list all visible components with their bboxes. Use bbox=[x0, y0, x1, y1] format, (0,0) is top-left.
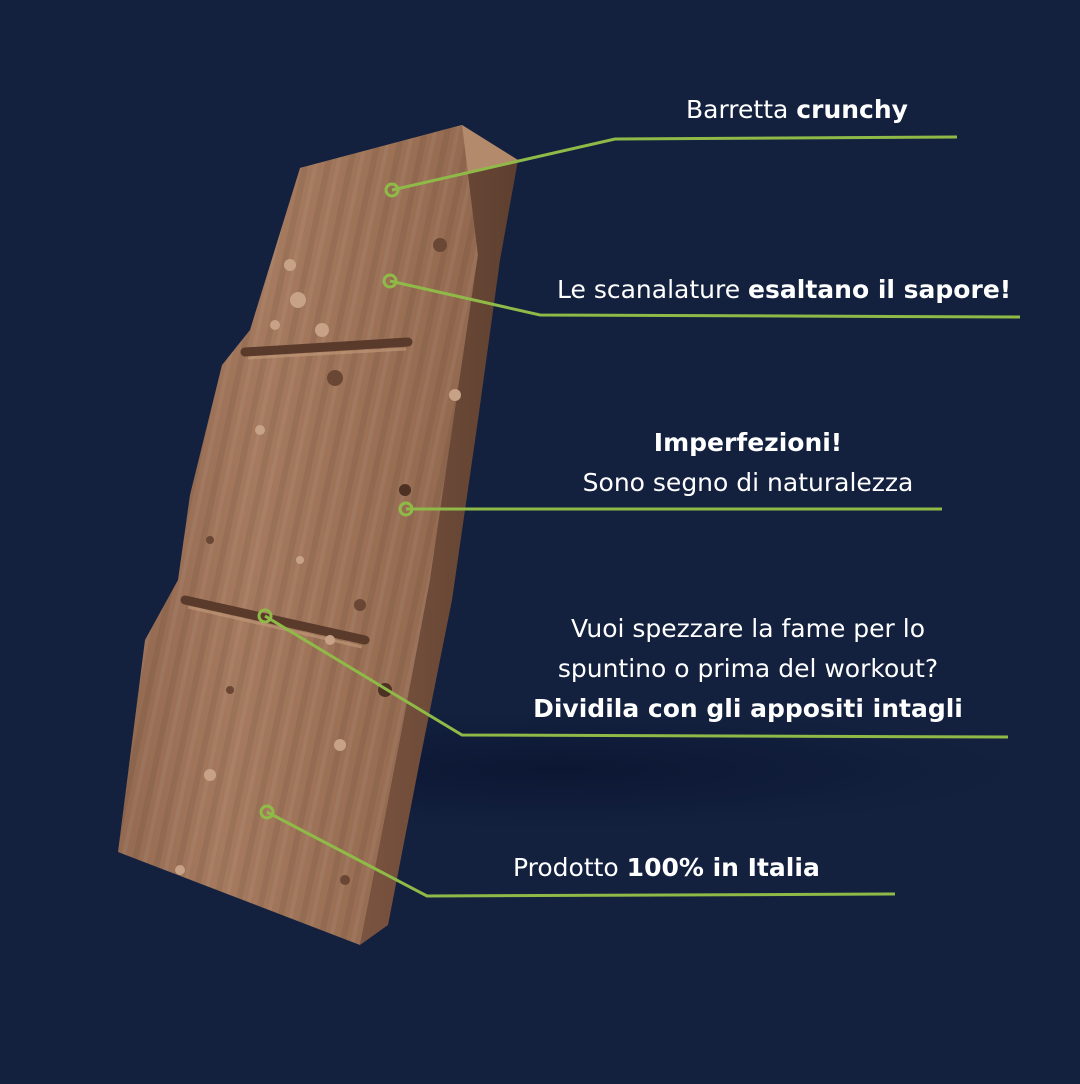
callout-label-dividila: Vuoi spezzare la fame per lo spuntino o … bbox=[533, 614, 963, 723]
bar-notch-top bbox=[240, 337, 413, 357]
callout-lines bbox=[264, 135, 1021, 898]
bar-side-face bbox=[360, 125, 518, 945]
callout-dot-5 bbox=[259, 804, 275, 820]
callout-line-2 bbox=[389, 279, 1021, 319]
callout-line-4 bbox=[264, 614, 1009, 739]
callout-dots bbox=[257, 182, 414, 820]
bar-notch-top-highlight bbox=[247, 347, 407, 360]
callout-line-5 bbox=[266, 810, 896, 898]
callout-label-scanalature: Le scanalature esaltano il sapore! bbox=[557, 275, 1012, 304]
callout-dot-1 bbox=[384, 182, 400, 198]
callout-label-imperfezioni: Imperfezioni! Sono segno di naturalezza bbox=[582, 428, 914, 497]
callout-label-crunchy: Barretta crunchy bbox=[686, 95, 908, 124]
callout-dot-4 bbox=[257, 608, 273, 624]
callout-dot-2 bbox=[382, 273, 398, 289]
callout-label-italia: Prodotto 100% in Italia bbox=[513, 853, 820, 882]
bar-texture-spots bbox=[175, 238, 461, 885]
callout-dot-3 bbox=[398, 501, 414, 517]
callout-line-1 bbox=[391, 135, 958, 192]
bar-notch-bottom bbox=[180, 595, 370, 645]
bar-ridges bbox=[118, 125, 478, 945]
